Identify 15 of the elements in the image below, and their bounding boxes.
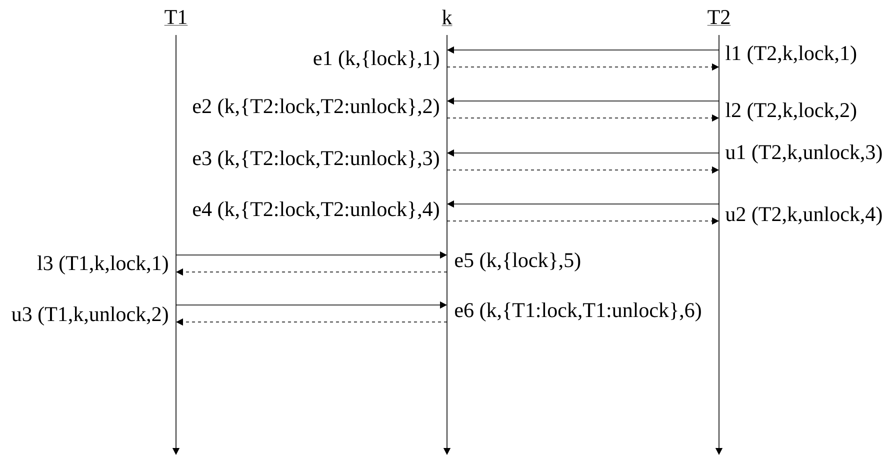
message-label: u1 (T2,k,unlock,3) [724, 143, 884, 165]
message-label: e4 (k,{T2:lock,T2:unlock},4) [191, 200, 441, 222]
message-label: e1 (k,{lock},1) [312, 49, 441, 71]
message-label: u3 (T1,k,unlock,2) [10, 305, 170, 326]
message-label: l3 (T1,k,lock,1) [36, 254, 170, 276]
message-label: l2 (T2,k,lock,2) [724, 101, 858, 123]
message-label: e5 (k,{lock},5) [453, 251, 582, 273]
message-label: l1 (T2,k,lock,1) [724, 44, 858, 66]
message-label: u2 (T2,k,unlock,4) [724, 205, 884, 226]
lifeline-header: k [442, 10, 452, 26]
lifeline-header: T1 [164, 10, 188, 26]
message-label: e6 (k,{T1:lock,T1:unlock},6) [453, 301, 703, 323]
message-label: e2 (k,{T2:lock,T2:unlock},2) [191, 97, 441, 119]
lifeline-header: T2 [707, 10, 731, 26]
message-label: e3 (k,{T2:lock,T2:unlock},3) [191, 149, 441, 171]
